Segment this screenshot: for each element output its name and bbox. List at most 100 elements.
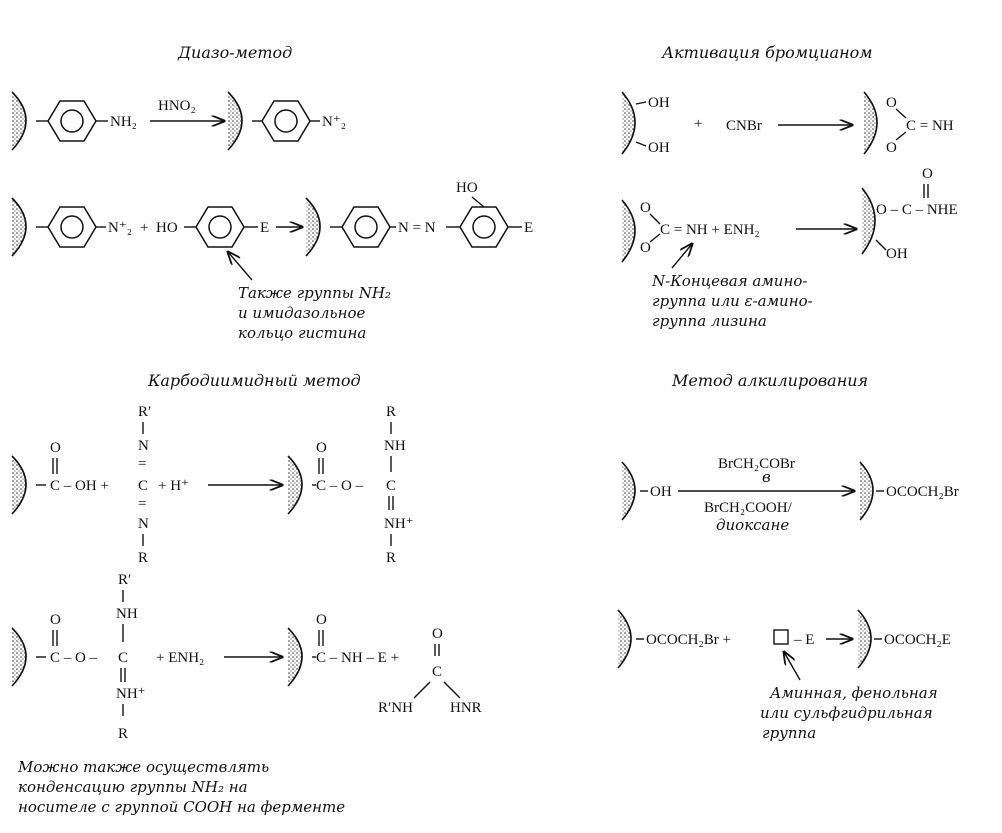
nh-label: NH xyxy=(384,438,406,454)
amine-group-label: NH₂ xyxy=(110,114,137,130)
carbon-label: C xyxy=(118,650,128,666)
carrier-bead-icon xyxy=(859,461,874,521)
plus-sign: + xyxy=(694,116,702,132)
reagent-in-label: в xyxy=(762,468,771,486)
carbon-label: C xyxy=(386,478,396,494)
r-label: R xyxy=(386,550,396,566)
annotation-pointer xyxy=(671,244,692,269)
note-line: группа xyxy=(762,724,816,742)
oxygen-atom-label: O xyxy=(886,140,897,156)
carrier-bead-icon xyxy=(11,627,27,687)
cnbr-reaction-1: OH OH + CNBr O O C = NH xyxy=(621,91,954,156)
carrier-bead-icon xyxy=(617,609,632,669)
o-acylisourea-label: C – O – xyxy=(50,650,98,666)
note-line: носителе с группой COOH на ферменте xyxy=(18,798,345,816)
functional-group-square-icon xyxy=(773,629,789,645)
benzene-ring-icon xyxy=(47,206,97,248)
r-label: R xyxy=(386,404,396,420)
diazonium-group-label: N⁺₂ xyxy=(108,220,132,236)
reagent-solvent-label: диоксане xyxy=(716,516,789,534)
note-line: или сульфгидрильная xyxy=(760,704,933,722)
benzene-ring-icon xyxy=(459,206,509,248)
nitrogen-label: N xyxy=(138,516,149,532)
note-line: и имидазольное xyxy=(238,304,365,322)
plus-sign: + xyxy=(140,220,148,236)
note-line: конденсацию группы NH₂ на xyxy=(18,778,248,796)
urea-rprime-nh-label: R′NH xyxy=(378,700,413,716)
reagent-hno2-label: HNO₂ xyxy=(158,98,196,114)
hydroxyl-group-label: OH xyxy=(886,246,908,262)
alkylation-reaction-2: OCOCH₂Br + – E OCOCH₂E Аминная, фенольна… xyxy=(617,609,951,742)
note-line: группа или ε-амино- xyxy=(652,292,813,310)
urea-hnr-label: HNR xyxy=(450,700,482,716)
nh-label: NH xyxy=(116,606,138,622)
azo-bond-label: N = N xyxy=(398,220,436,236)
phenol-ring-icon xyxy=(195,206,245,248)
r-label: R xyxy=(138,550,148,566)
carbonyl-oxygen-label: O xyxy=(432,626,443,642)
r-label: R xyxy=(118,726,128,742)
diazonium-group-label: N⁺₂ xyxy=(322,114,346,130)
diazo-reaction-1: NH₂ HNO₂ N⁺₂ xyxy=(11,91,346,151)
heading-diazo-method: Диазо-метод xyxy=(177,43,292,62)
carbodiimide-reaction-2: R′ NH O C – O – C + ENH₂ NH⁺ R O C – NH … xyxy=(11,572,482,816)
amide-bond-label: C – NH – E + xyxy=(316,650,399,666)
double-bond: = xyxy=(138,496,146,512)
note-line: Можно также осуществлять xyxy=(17,758,269,776)
carrier-bead-icon xyxy=(305,197,321,257)
benzene-ring-icon xyxy=(341,206,391,248)
r-prime-label: R′ xyxy=(118,572,131,588)
benzene-ring-icon xyxy=(47,100,97,142)
carrier-bead-icon xyxy=(11,455,27,515)
reagent-cnbr-label: CNBr xyxy=(726,118,762,134)
hydroxyl-group-label: OH xyxy=(650,484,672,500)
cnbr-reaction-2: O O C = NH + ENH₂ O O – C – NHE OH N-Кон… xyxy=(621,166,958,330)
enzyme-label: – E xyxy=(793,632,814,648)
carbonyl-oxygen-label: O xyxy=(316,440,327,456)
urea-carbon-label: C xyxy=(432,664,442,680)
carrier-bead-icon xyxy=(11,91,27,151)
carrier-bead-icon xyxy=(621,199,636,263)
carbamate-label: O – C – NHE xyxy=(876,202,958,218)
carrier-bead-icon xyxy=(287,627,303,687)
r-prime-label: R′ xyxy=(138,404,151,420)
note-line: N-Концевая амино- xyxy=(651,272,807,290)
oxygen-atom-label: O xyxy=(640,200,651,216)
carrier-bead-icon xyxy=(621,461,636,521)
carbonyl-oxygen-label: O xyxy=(50,440,61,456)
alkylation-reaction-1: OH BrCH₂COBr в BrCH₂COOH/ диоксане OCOCH… xyxy=(621,456,959,534)
carboxyl-label: C – OH + xyxy=(50,478,109,494)
proton-label: + H⁺ xyxy=(158,478,189,494)
reagent-bromoacetyl-label: BrCH₂COBr xyxy=(718,456,795,472)
carrier-bead-icon xyxy=(11,197,27,257)
bromoacetyl-ester-label: OCOCH₂Br + xyxy=(646,632,731,648)
enzyme-label: E xyxy=(260,220,269,236)
double-bond: = xyxy=(138,456,146,472)
heading-cnbr-activation: Активация бромцианом xyxy=(661,43,873,62)
hydroxyl-group-label: HO xyxy=(456,180,478,196)
note-line: группа лизина xyxy=(652,312,767,330)
reagent-bromoacetic-acid-label: BrCH₂COOH/ xyxy=(704,500,793,516)
enzyme-label: E xyxy=(524,220,533,236)
carrier-bead-icon xyxy=(621,91,636,155)
diazo-reaction-2: N⁺₂ + HO E N = N HO E Также группы NH₂ и… xyxy=(11,180,533,342)
carrier-bead-icon xyxy=(227,91,243,151)
carrier-bead-icon xyxy=(857,609,872,669)
hydroxyl-group-label: HO xyxy=(156,220,178,236)
imidocarbonate-label: C = NH xyxy=(906,118,954,134)
o-acylisourea-label: C – O – xyxy=(316,478,364,494)
note-line: кольцо гистина xyxy=(238,324,366,342)
enzyme-ester-label: OCOCH₂E xyxy=(884,632,951,648)
carrier-bead-icon xyxy=(287,455,303,515)
carbonyl-oxygen-label: O xyxy=(316,612,327,628)
hydroxyl-group-label: OH xyxy=(648,95,670,111)
oxygen-atom-label: O xyxy=(640,240,651,256)
nh-plus-label: NH⁺ xyxy=(384,516,414,532)
carrier-bead-icon xyxy=(863,91,878,155)
heading-alkylation-method: Метод алкилирования xyxy=(671,371,868,390)
nh-plus-label: NH⁺ xyxy=(116,686,146,702)
heading-carbodiimide-method: Карбодиимидный метод xyxy=(147,371,361,390)
hydroxyl-group-label: OH xyxy=(648,140,670,156)
nitrogen-label: N xyxy=(138,438,149,454)
